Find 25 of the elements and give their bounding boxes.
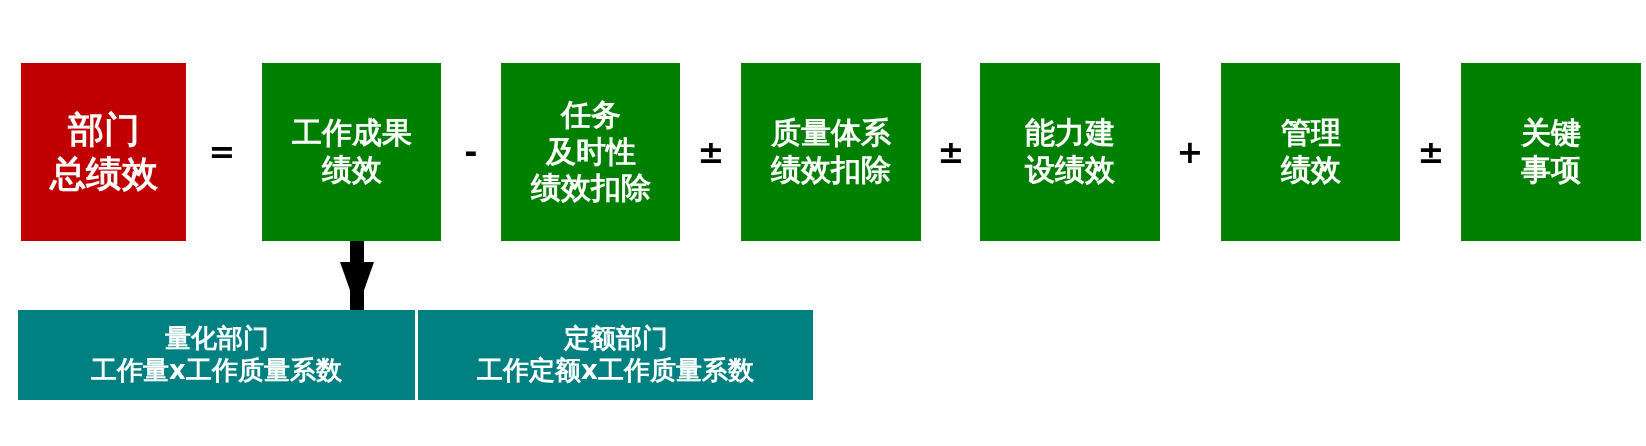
component-box [1221,63,1400,241]
total-box [21,63,186,241]
operator-sign: + [1176,133,1204,171]
component-box [741,63,921,241]
component-box [501,63,680,241]
box-label: 管理绩效 [1280,115,1341,189]
operator-sign: ± [697,133,725,171]
component-box [1461,63,1641,241]
operator-sign: ± [1417,133,1445,171]
component-box [980,63,1160,241]
box-label: 量化部门工作量x工作质量系数 [91,323,342,387]
arrow [340,241,374,310]
formula-box [18,310,415,400]
operator-sign: - [464,133,478,171]
box-label: 工作成果绩效 [291,115,412,189]
box-label: 任务及时性绩效扣除 [530,97,651,207]
component-box [262,63,441,241]
formula-box [418,310,813,400]
box-label: 定额部门工作定额x工作质量系数 [477,323,754,387]
operator-sign: ± [937,133,965,171]
box-label: 能力建设绩效 [1025,115,1115,189]
box-label: 关键事项 [1521,115,1581,189]
box-label: 质量体系绩效扣除 [771,115,891,189]
box-label: 部门总绩效 [49,108,158,196]
operator-sign: = [208,133,236,171]
